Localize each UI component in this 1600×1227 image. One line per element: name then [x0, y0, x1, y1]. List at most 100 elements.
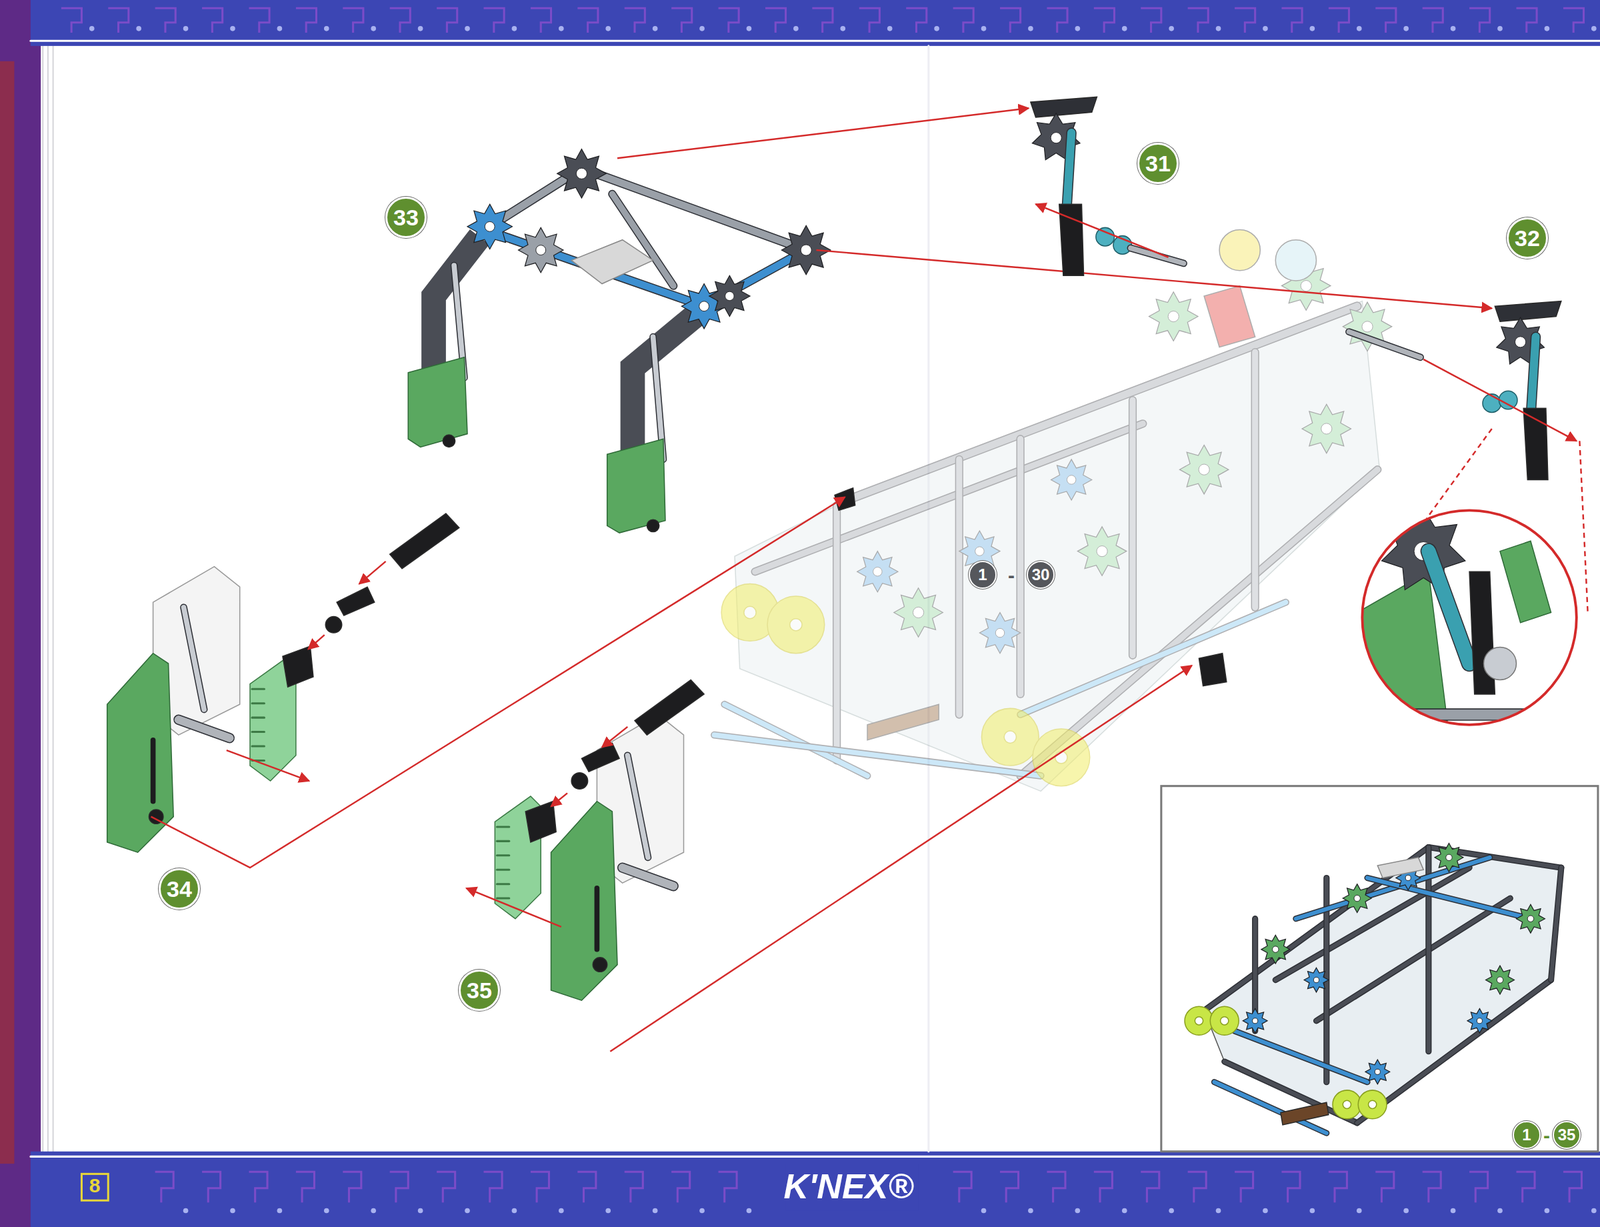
circuit-dot	[1356, 1208, 1362, 1214]
connector	[857, 551, 898, 592]
circuit-dot	[464, 26, 470, 32]
connector-hub	[873, 567, 882, 576]
grey-connector	[571, 240, 653, 284]
brown-piece	[867, 704, 939, 740]
circuit-trace	[718, 1171, 738, 1202]
rod	[178, 719, 230, 738]
assembly-arrow	[551, 792, 568, 806]
rod-outline	[1428, 551, 1470, 664]
rod-outline	[1530, 336, 1536, 418]
rod	[1316, 898, 1510, 1021]
rod	[1275, 867, 1470, 980]
side-assembly	[107, 513, 460, 852]
circuit-trace	[906, 8, 927, 33]
assembly-arrow	[308, 634, 324, 649]
circuit-trace	[765, 8, 786, 33]
connector-hub	[1354, 894, 1360, 901]
connector-hub	[1313, 977, 1319, 983]
connector-hub	[576, 168, 587, 179]
black-piece	[150, 740, 156, 802]
circuit-dot	[370, 1208, 376, 1214]
step-number: 33	[385, 196, 427, 238]
rod	[1296, 857, 1490, 919]
connector	[709, 275, 750, 316]
connector-hub	[1515, 336, 1526, 348]
number-text: 35	[466, 978, 492, 1002]
green-connector	[1500, 540, 1552, 622]
black-plate	[1494, 301, 1561, 322]
circuit-trace	[390, 1171, 409, 1202]
circuit-trace	[953, 8, 974, 33]
range-start: 1	[968, 560, 997, 589]
wheel-hub	[1220, 1016, 1229, 1025]
connector	[1304, 967, 1329, 992]
rod-outline	[184, 607, 205, 710]
circuit-trace	[342, 1171, 362, 1202]
rod-outline	[1551, 867, 1562, 980]
rod	[184, 607, 205, 710]
rod-outline	[622, 867, 674, 886]
rod-outline	[1251, 352, 1260, 608]
circuit-trace	[155, 8, 176, 33]
connector	[1302, 404, 1351, 453]
rod	[484, 229, 704, 306]
rod	[956, 459, 962, 715]
red-piece	[1204, 286, 1256, 348]
circuit-dot	[1544, 1208, 1550, 1214]
number-text: 33	[393, 206, 419, 229]
range-end: 35	[1552, 1120, 1582, 1150]
black-clip	[525, 801, 556, 842]
rod	[581, 168, 806, 250]
black-cap	[1198, 653, 1226, 686]
wheel-hub	[790, 618, 802, 631]
bottom-band	[30, 1151, 1600, 1227]
circuit-dot	[652, 26, 658, 32]
connector	[1077, 526, 1126, 576]
connector	[467, 204, 512, 249]
number-text: 32	[1514, 226, 1540, 250]
circuit-trace	[1281, 1171, 1300, 1202]
circuit-dot	[558, 1208, 564, 1214]
connector	[1342, 884, 1372, 913]
rod	[622, 867, 674, 886]
circuit-dot	[183, 26, 189, 32]
rod	[1234, 1030, 1368, 1082]
circuit-trace	[577, 1171, 596, 1202]
rod-end	[646, 519, 659, 532]
circuit-dot	[230, 26, 236, 32]
wheel	[1210, 1006, 1239, 1035]
gear-tooth	[252, 744, 264, 747]
washer	[1498, 390, 1518, 410]
circuit-trace	[1469, 8, 1490, 33]
circuit-trace	[1188, 8, 1209, 33]
assembly-arrow	[617, 108, 1029, 158]
rod	[1551, 867, 1562, 980]
circuit-trace	[624, 8, 646, 33]
assembly-arrow	[1579, 440, 1588, 612]
step-number: 34	[158, 868, 200, 910]
step-number: 31	[1137, 142, 1179, 184]
circuit-trace	[484, 8, 505, 33]
circuit-trace	[1516, 1171, 1535, 1202]
rod-end	[442, 434, 455, 447]
black-clip	[282, 646, 314, 687]
rod	[1348, 332, 1420, 358]
circuit-trace	[671, 1171, 690, 1202]
circuit-dot	[1122, 26, 1128, 32]
wheel-hub	[1004, 730, 1016, 743]
circuit-dot	[1216, 26, 1222, 32]
circuit-trace	[812, 8, 833, 33]
rod	[627, 755, 648, 858]
circuit-dot	[981, 26, 987, 32]
circuit-dot	[1122, 1208, 1128, 1214]
connector	[1486, 965, 1515, 994]
circuit-dot	[1310, 26, 1316, 32]
rod	[1066, 132, 1072, 214]
rod-outline	[1130, 248, 1184, 264]
completed-model	[1184, 842, 1562, 1133]
connector-hub	[1198, 464, 1210, 475]
connector-hub	[912, 606, 924, 618]
circuit-dot	[840, 26, 846, 32]
circuit-trace	[202, 8, 223, 33]
